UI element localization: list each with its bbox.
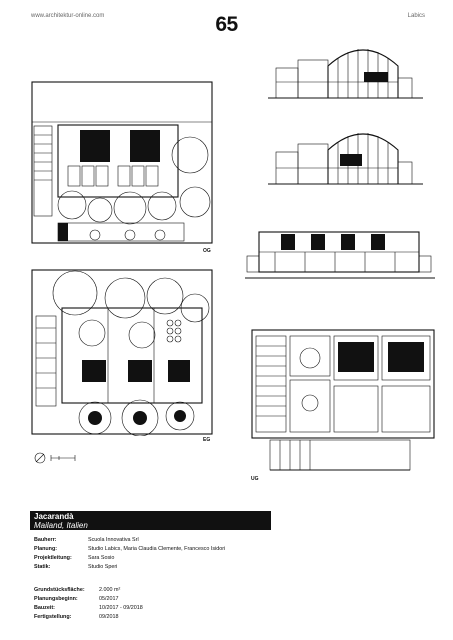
fact-key: Projektleitung:: [34, 555, 72, 561]
fact-key: Grundstücksfläche:: [34, 587, 85, 593]
fact-value: Studio Speri: [88, 564, 118, 570]
ground-floor-plan: [31, 269, 213, 436]
fact-key: Fertigstellung:: [34, 614, 72, 620]
section-drawing-2: [268, 133, 423, 185]
fact-value: 05/2017: [99, 596, 119, 602]
label-ug: UG: [251, 476, 259, 482]
fact-value: Scuola Innovativa Srl: [88, 537, 139, 543]
north-arrow-icon: [34, 452, 76, 464]
fact-value: Studio Labics, Maria Claudia Clemente, F…: [88, 546, 226, 552]
fact-key: Statik:: [34, 564, 51, 570]
fact-value: Sara Sosio: [88, 555, 115, 561]
basement-plan: [251, 329, 435, 471]
section-name: Labics: [407, 13, 425, 19]
website-url: www.architektur-online.com: [31, 13, 105, 19]
project-title-bar: Jacarandà Mailand, Italien: [30, 511, 271, 530]
fact-key: Planung:: [34, 546, 58, 552]
label-og: OG: [203, 248, 211, 254]
fact-value: 10/2017 - 09/2018: [99, 605, 143, 611]
project-name: Jacarandà: [34, 512, 74, 521]
fact-key: Planungsbeginn:: [34, 596, 78, 602]
fact-key: Bauzeit:: [34, 605, 55, 611]
label-eg: EG: [203, 437, 211, 443]
fact-value: 09/2018: [99, 614, 119, 620]
fact-value: 2.000 m²: [99, 587, 121, 593]
fact-key: Bauherr:: [34, 537, 57, 543]
upper-floor-plan: [31, 81, 213, 244]
section-drawing-1: [268, 49, 423, 99]
section-drawing-3: [245, 231, 435, 279]
project-location: Mailand, Italien: [34, 521, 88, 530]
page-number: 65: [215, 13, 238, 36]
